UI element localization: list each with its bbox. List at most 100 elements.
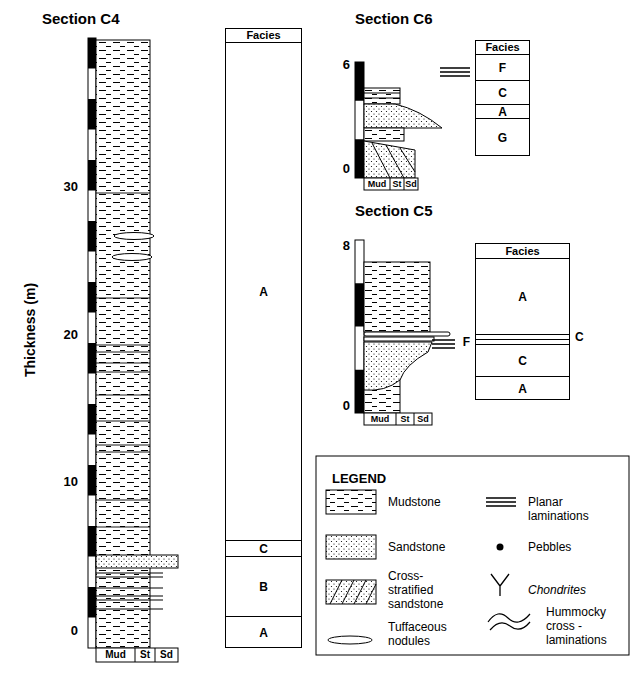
legend-label: Cross-stratified sandstone — [388, 569, 454, 611]
grain-size-label: Mud — [368, 180, 387, 189]
facies-heading: Facies — [476, 41, 529, 54]
pebble-symbol — [497, 544, 504, 551]
facies-code: C — [226, 541, 301, 556]
facies-cell: A — [476, 104, 529, 118]
axis-title: Thickness (m) — [23, 283, 37, 377]
section-c5-log — [355, 240, 455, 425]
facies-cell: C — [476, 344, 569, 376]
nodule-symbol — [328, 636, 372, 644]
grain-size-scale — [96, 648, 178, 662]
facies-cell: C — [226, 540, 301, 556]
planar-lamination-symbol — [440, 68, 470, 76]
thin-beds — [96, 193, 150, 527]
facies-column: FaciesFCAG — [475, 40, 530, 156]
facies-code: A — [476, 105, 529, 118]
grain-size-label: Mud — [371, 415, 390, 424]
hummocky-symbol — [488, 614, 530, 630]
tuffaceous-nodule — [114, 233, 154, 240]
facies-code: C — [476, 81, 529, 104]
mudstone-swatch — [326, 490, 376, 514]
tick-label: 20 — [64, 328, 78, 341]
chondrites-symbol — [491, 574, 509, 596]
thin-bed — [364, 332, 450, 336]
scale-bar-segments — [355, 283, 364, 413]
facies-code: A — [226, 43, 301, 540]
cross-stratified-sandstone — [364, 141, 415, 178]
facies-column: FaciesACBA — [225, 28, 302, 648]
legend-label: Chondrites — [528, 583, 608, 597]
section-title: Section C4 — [42, 11, 120, 26]
facies-code: B — [226, 557, 301, 616]
legend-box — [316, 456, 629, 655]
sandstone-bed — [96, 555, 178, 568]
facies-cell: A — [226, 42, 301, 540]
grain-size-label: St — [393, 180, 402, 189]
facies-code: F — [463, 336, 470, 348]
planar-lamination-symbol — [486, 498, 516, 506]
legend-label: Tuffaceous nodules — [388, 620, 454, 648]
grain-size-label: Sd — [160, 650, 173, 660]
legend-panel — [316, 456, 629, 655]
cross-strata — [330, 580, 376, 604]
facies-heading: Facies — [226, 29, 301, 42]
cross-stratified-swatch — [326, 580, 376, 604]
sandstone-wedge — [364, 104, 442, 128]
facies-code: G — [476, 119, 529, 156]
section-title: Section C5 — [355, 203, 433, 218]
facies-code: F — [476, 55, 529, 80]
grain-size-dividers — [390, 178, 404, 190]
facies-cell: A — [476, 258, 569, 334]
cross-strata — [372, 143, 415, 178]
scale-bar-segments — [88, 38, 96, 618]
facies-cell: A — [476, 376, 569, 400]
tick-label: 8 — [343, 239, 350, 252]
scale-bar — [355, 240, 364, 413]
facies-cell: A — [226, 616, 301, 648]
grain-size-scale — [364, 178, 418, 190]
facies-cell: B — [226, 556, 301, 616]
tuffaceous-nodule — [112, 254, 152, 261]
facies-column: FaciesACFCA — [475, 243, 570, 400]
scale-bar — [355, 62, 364, 178]
section-c6-log — [355, 62, 470, 190]
section-title: Section C6 — [355, 11, 433, 26]
tick-label: 30 — [64, 180, 78, 193]
tick-label: 6 — [343, 58, 350, 71]
thin-bed — [364, 337, 434, 341]
mudstone-bed — [364, 262, 430, 332]
tick-label: 10 — [64, 475, 78, 488]
scale-bar-segments — [355, 62, 364, 178]
section-c4-log — [88, 38, 178, 662]
legend-title: LEGEND — [332, 472, 386, 485]
tick-label: 0 — [343, 162, 350, 175]
legend-label: Planar laminations — [528, 495, 608, 523]
legend-label: Sandstone — [388, 540, 488, 554]
facies-code: A — [226, 617, 301, 648]
facies-code: C — [575, 331, 584, 343]
legend-label: Hummocky cross - laminations — [546, 605, 624, 647]
facies-code: A — [476, 259, 569, 334]
mudstone-bed — [364, 128, 404, 141]
grain-size-label: Sd — [417, 415, 429, 424]
facies-heading: Facies — [476, 244, 569, 258]
tick-label: 0 — [71, 624, 78, 637]
sandstone-swatch — [326, 535, 376, 559]
grain-size-label: St — [140, 650, 150, 660]
planar-laminations — [96, 573, 163, 609]
legend-label: Pebbles — [528, 540, 608, 554]
grain-size-scale — [364, 413, 432, 425]
facies-code: C — [476, 345, 569, 376]
facies-code: A — [476, 377, 569, 400]
sandstone-bed — [364, 342, 432, 390]
facies-cell: G — [476, 118, 529, 156]
facies-cell: F — [476, 54, 529, 80]
grain-size-label: Mud — [105, 650, 126, 660]
scale-bar — [88, 38, 96, 648]
grain-size-label: Sd — [405, 180, 417, 189]
grain-size-dividers — [396, 413, 414, 425]
tick-label: 0 — [343, 399, 350, 412]
mudstone-bed — [364, 88, 400, 104]
planar-laminations — [364, 93, 400, 98]
facies-cell: C — [476, 80, 529, 104]
